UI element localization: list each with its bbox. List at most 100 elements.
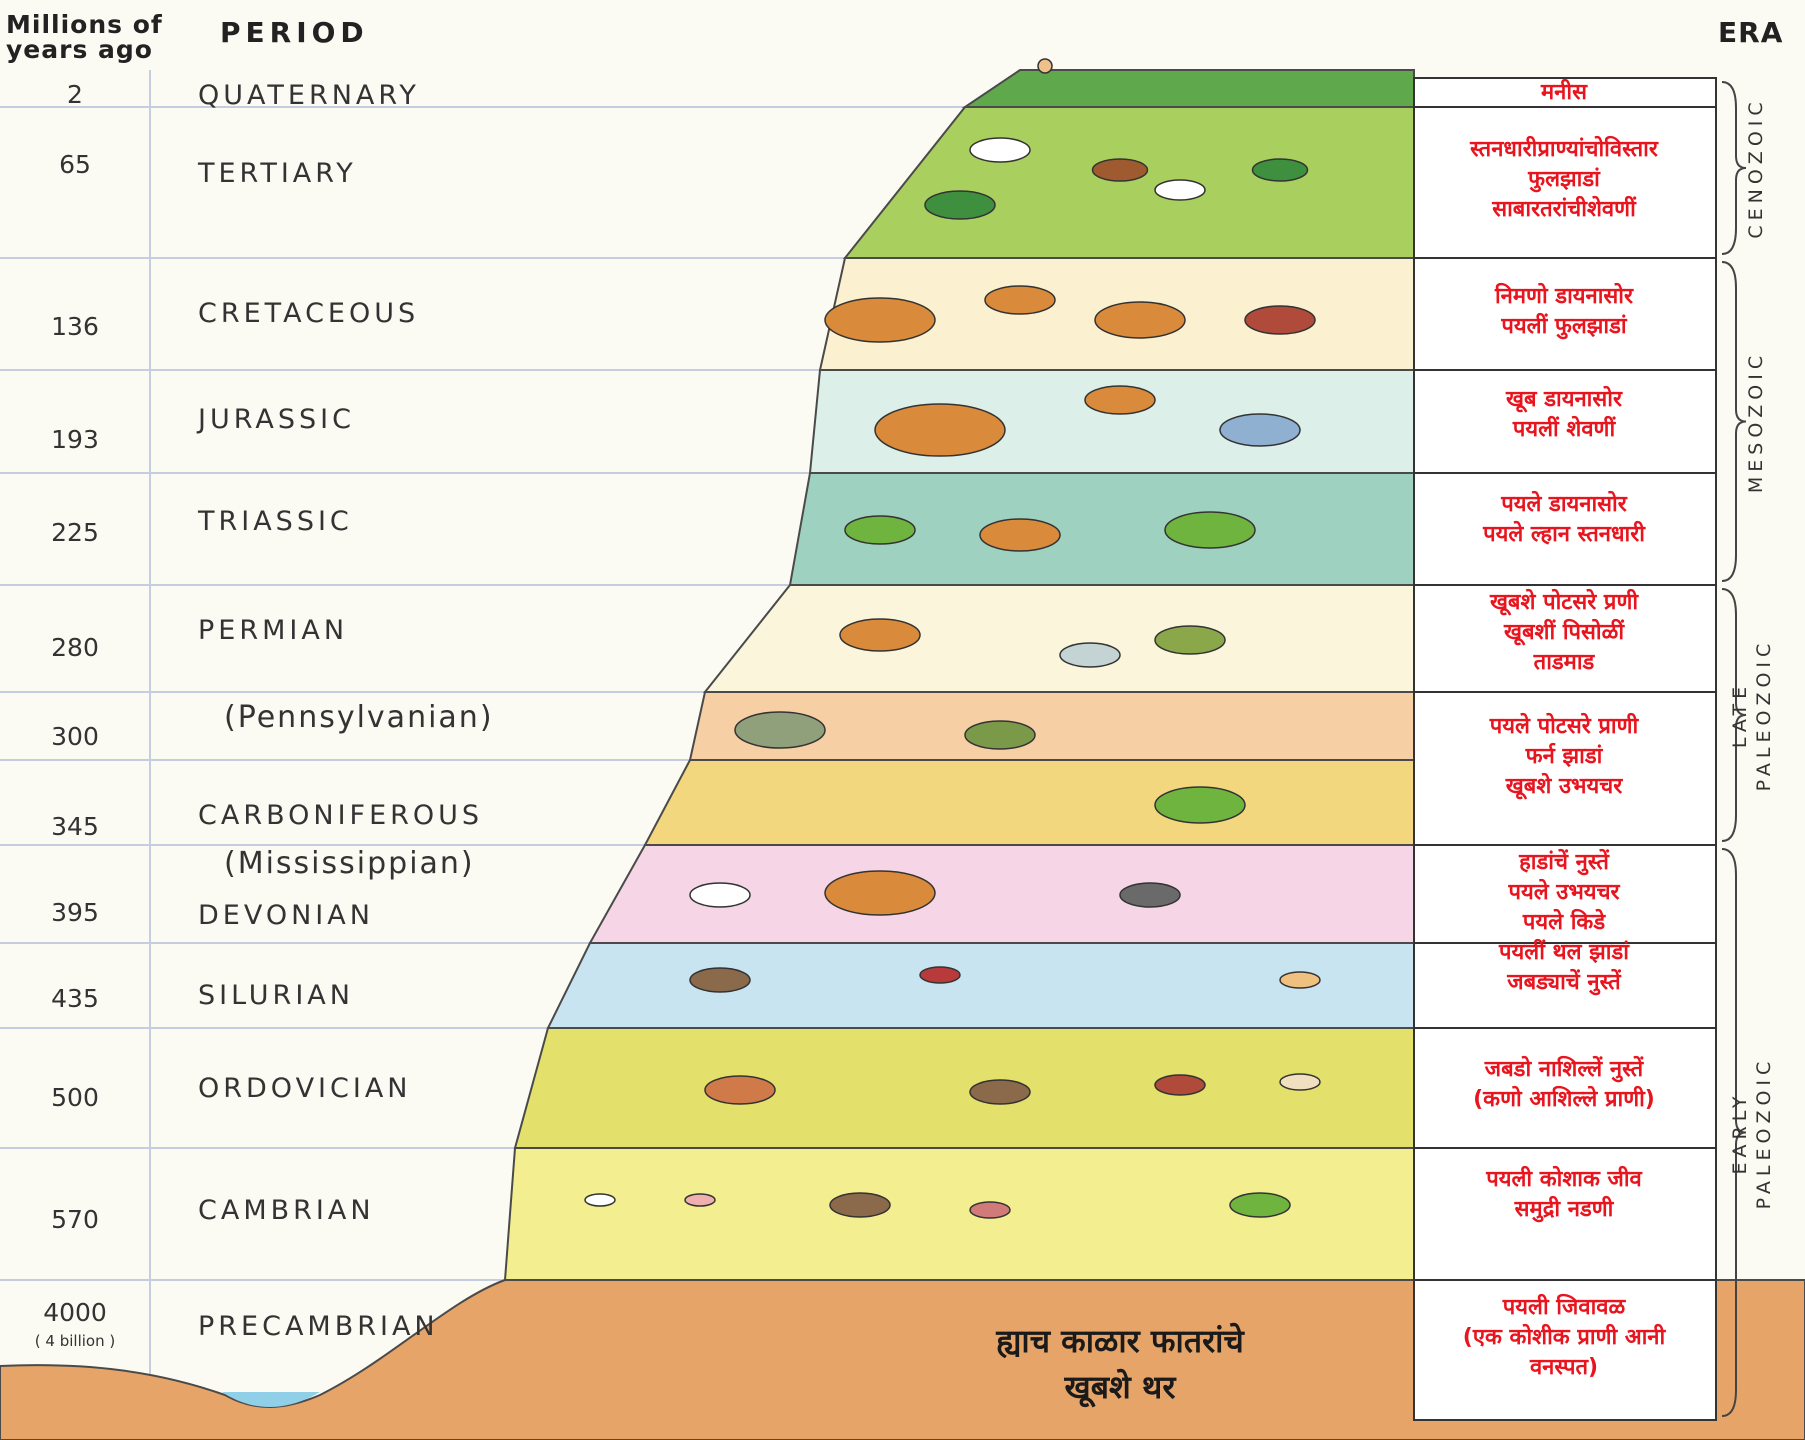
period-note-line: पयलीं फुलझाडां [1414,312,1714,342]
fossil-figure [1280,972,1320,988]
fossil-figure [825,298,935,342]
ma-value: 4000 [0,1298,150,1327]
period-note-line: खूबशे पोटसरे प्रणी [1414,588,1714,618]
period-name: (Pennsylvanian) [224,700,494,735]
period-note: पयलीं थल झाडांजबड्याचें नुस्तें [1414,938,1714,998]
bottom-label: ह्याच काळार फातरांचे खूबशे थर [880,1318,1360,1410]
period-note-line: साबारतरांचीशेवणीं [1414,195,1714,225]
period-note-line: स्तनधारीप्राण्यांचोविस्तार [1414,135,1714,165]
period-note-line: जबडो नाशिल्लें नुस्तें [1414,1055,1714,1085]
fossil-figure [1230,1193,1290,1217]
period-note: जबडो नाशिल्लें नुस्तें(कणो आशिल्ले प्राण… [1414,1055,1714,1115]
period-note-line: पयलीं शेवणीं [1414,415,1714,445]
ma-value-sub: ( 4 billion ) [0,1332,150,1350]
fossil-figure [1093,159,1148,181]
period-note: मनीस [1414,78,1714,108]
ma-value: 300 [0,722,150,751]
period-note-line: पयले किडे [1414,908,1714,938]
fossil-figure [1155,180,1205,200]
period-note-line: जबड्याचें नुस्तें [1414,968,1714,998]
fossil-figure [845,516,915,544]
period-note: निमणो डायनासोरपयलीं फुलझाडां [1414,282,1714,342]
stratum-band [965,70,1414,107]
period-note-line: पयले उभयचर [1414,878,1714,908]
fossil-figure [1085,386,1155,414]
period-note: स्तनधारीप्राण्यांचोविस्तारफुलझाडांसाबारत… [1414,135,1714,225]
era-brace [1722,262,1746,581]
period-name: CARBONIFEROUS [198,800,483,831]
millions-header: Millions of years ago [6,12,163,62]
period-note-line: मनीस [1414,78,1714,108]
period-note: हाडांचें नुस्तेंपयले उभयचरपयले किडे [1414,848,1714,938]
era-header: ERA [1718,16,1783,49]
ma-value: 193 [0,425,150,454]
period-note-line: पयले ल्हान स्तनधारी [1414,520,1714,550]
period-note: पयली जिवावळ(एक कोशीक प्राणी आनीवनस्पत) [1414,1293,1714,1383]
period-name: SILURIAN [198,980,354,1011]
period-name: TRIASSIC [198,506,353,537]
ma-value: 280 [0,633,150,662]
period-note-line: समुद्री नडणी [1414,1195,1714,1225]
fossil-figure [705,1076,775,1104]
fossil-figure [1155,626,1225,654]
period-name: PRECAMBRIAN [198,1311,439,1342]
ma-value: 345 [0,812,150,841]
era-label: CENOZOIC [1744,97,1768,238]
ma-value: 225 [0,518,150,547]
fossil-figure [1165,512,1255,548]
fossil-figure [925,191,995,219]
period-name: TERTIARY [198,158,357,189]
ma-value: 570 [0,1205,150,1234]
period-note-line: हाडांचें नुस्तें [1414,848,1714,878]
bottom-label-line2: खूबशे थर [880,1364,1360,1410]
era-label: EARLY PALEOZOIC [1728,1056,1776,1209]
ma-value: 2 [0,80,150,109]
fossil-figure [690,883,750,907]
period-note-line: पयले डायनासोर [1414,490,1714,520]
period-name: QUATERNARY [198,80,420,111]
period-note: खूबशे पोटसरे प्रणीखूबशीं पिसोळींताडमाड [1414,588,1714,678]
millions-header-line1: Millions of [6,12,163,37]
fossil-figure [685,1194,715,1206]
period-header: PERIOD [220,16,369,49]
period-note-line: पयलीं थल झाडां [1414,938,1714,968]
period-name: CRETACEOUS [198,298,419,329]
stratum-band [515,1028,1414,1148]
ma-value: 136 [0,312,150,341]
period-name-sub: (Mississippian) [224,846,475,881]
fossil-figure [1120,883,1180,907]
fossil-figure [735,712,825,748]
period-note-line: ताडमाड [1414,648,1714,678]
fossil-figure [830,1193,890,1217]
period-note: पयले पोटसरे प्राणीफर्न झाडांखूबशे उभयचर [1414,712,1714,802]
era-label: LATE PALEOZOIC [1728,639,1776,792]
period-name: DEVONIAN [198,900,374,931]
ma-value: 65 [0,150,150,179]
ma-value: 395 [0,898,150,927]
fossil-figure [690,968,750,992]
period-note: पयले डायनासोरपयले ल्हान स्तनधारी [1414,490,1714,550]
fossil-figure [1060,643,1120,667]
period-note-line: फुलझाडां [1414,165,1714,195]
millions-header-line2: years ago [6,37,163,62]
fossil-figure [840,619,920,651]
period-note-line: पयले पोटसरे प्राणी [1414,712,1714,742]
ma-value: 435 [0,984,150,1013]
period-note-line: फर्न झाडां [1414,742,1714,772]
period-note-line: खूबशीं पिसोळीं [1414,618,1714,648]
period-note-line: खूब डायनासोर [1414,385,1714,415]
fossil-figure [970,1080,1030,1104]
era-brace [1722,82,1746,254]
fossil-figure [965,721,1035,749]
fossil-figure [1155,1075,1205,1095]
fossil-figure [825,871,935,915]
period-note-line: पयली कोशाक जीव [1414,1165,1714,1195]
fossil-figure [1253,159,1308,181]
period-note-line: (कणो आशिल्ले प्राणी) [1414,1085,1714,1115]
period-note-line: वनस्पत) [1414,1353,1714,1383]
period-name: CAMBRIAN [198,1195,375,1226]
stratum-band [845,107,1414,258]
period-note-line: निमणो डायनासोर [1414,282,1714,312]
human-figure-head [1038,59,1052,73]
